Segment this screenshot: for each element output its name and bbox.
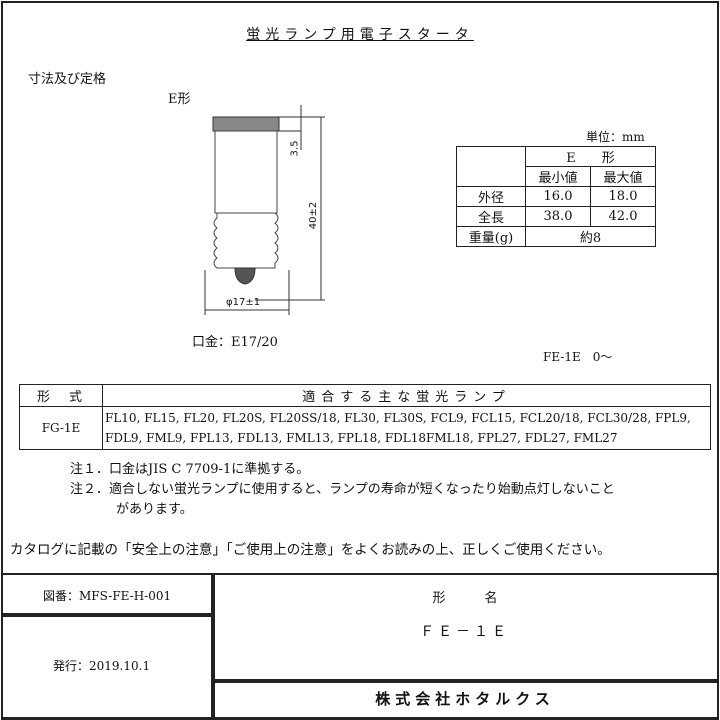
table-row: 重量(g)約8: [456, 226, 656, 247]
lamp-table: 形 式適合する主な蛍光ランプ FG-1E FL10, FL15, FL20, F…: [19, 384, 711, 450]
header-max: 最大値: [590, 166, 656, 187]
issued-cell: 発行：2019.10.1: [1, 613, 215, 720]
company-name: 株式会社ホタルクス: [375, 690, 555, 708]
header-type: 形 式: [19, 384, 103, 407]
caution-text: カタログに記載の「安全上の注意」「ご使用上の注意」をよくお読みの上、正しくご使用…: [10, 542, 611, 558]
doc-title: 蛍光ランプ用電子スタータ: [0, 24, 720, 44]
lamp-body: [214, 130, 278, 214]
lamp-drawing: [204, 105, 325, 315]
model-ref: FE-1E 0～: [543, 350, 613, 364]
cell-max: 18.0: [590, 186, 656, 207]
lamp-list-line: FDL9, FML9, FPL13, FDL13, FML13, FPL18, …: [105, 431, 618, 445]
dim-length: 40±2: [308, 201, 320, 230]
cell-type: FG-1E: [19, 406, 103, 450]
unit-label: 単位：mm: [586, 130, 645, 144]
note-1: 注１．口金はJIS C 7709-1に準拠する。: [70, 462, 310, 477]
row-label: 全長: [456, 206, 526, 227]
model-name-cell: 形 名 ＦＥ－１Ｅ: [211, 573, 719, 683]
note-2-cont: があります。: [116, 502, 193, 517]
lamp-list-line: FL10, FL15, FL20, FL20S, FL20SS/18, FL30…: [105, 411, 691, 425]
model-name-label: 形 名: [432, 591, 498, 606]
model-name: ＦＥ－１Ｅ: [420, 624, 510, 640]
row-label: 外径: [456, 186, 526, 207]
row-label: 重量(g): [456, 226, 526, 247]
note-2: 注２．適合しない蛍光ランプに使用すると、ランプの寿命が短くなったり始動点灯しない…: [70, 482, 615, 497]
header-min: 最小値: [525, 166, 591, 187]
section-heading: 寸法及び定格: [28, 72, 107, 87]
company-cell: 株式会社ホタルクス: [211, 679, 719, 720]
shape-label: E形: [168, 92, 191, 107]
drawing-number-cell: 図番：MFS-FE-H-001: [1, 573, 215, 617]
lamp-cap: [212, 116, 280, 132]
issued-date: 発行：2019.10.1: [53, 659, 151, 673]
base-type: 口金：E17/20: [192, 335, 278, 350]
lamp-contact: [234, 267, 256, 285]
doc-title-text: 蛍光ランプ用電子スタータ: [246, 27, 474, 43]
dim-diameter: φ17±1: [226, 297, 261, 308]
cell-min: 38.0: [525, 206, 591, 227]
cell-max: 42.0: [590, 206, 656, 227]
cell-weight: 約8: [525, 226, 656, 247]
cell-min: 16.0: [525, 186, 591, 207]
lamp-thread: [213, 212, 279, 269]
header-e-shape: E 形: [525, 146, 656, 167]
header-lamps: 適合する主な蛍光ランプ: [102, 384, 711, 407]
dim-top: 3.5: [289, 140, 301, 157]
drawing-number: 図番：MFS-FE-H-001: [43, 589, 172, 603]
